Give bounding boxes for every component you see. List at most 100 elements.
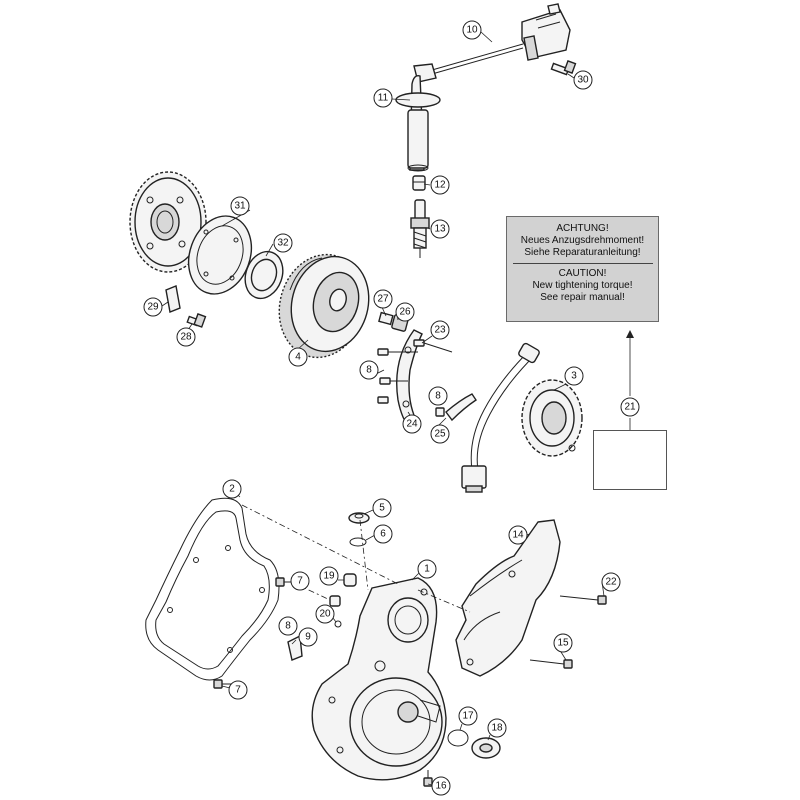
svg-text:9: 9	[305, 632, 311, 643]
svg-text:2: 2	[229, 484, 235, 495]
callout-16: 16	[431, 776, 451, 796]
callout-29: 29	[143, 297, 163, 317]
svg-text:8: 8	[366, 365, 372, 376]
rotor-screw	[186, 313, 207, 328]
svg-text:15: 15	[557, 638, 569, 649]
callout-19: 19	[319, 566, 339, 586]
svg-text:7: 7	[297, 576, 303, 587]
ignition-coil	[431, 3, 577, 76]
guide-bolts	[377, 339, 453, 417]
needle-bearing	[244, 250, 284, 300]
callout-8-mid: 8	[428, 386, 448, 406]
assembly-lines	[241, 504, 471, 613]
svg-text:10: 10	[466, 25, 478, 36]
cover-gasket	[145, 497, 280, 681]
cover-plug	[348, 512, 370, 524]
warning-line1-de: Neues Anzugsdrehmoment!	[520, 235, 645, 246]
svg-text:18: 18	[491, 723, 503, 734]
spark-plug	[410, 199, 430, 258]
callout-23: 23	[430, 320, 450, 340]
callout-27: 27	[373, 289, 393, 309]
detail-box-21	[593, 430, 667, 490]
cover-cap	[471, 737, 501, 759]
warning-divider	[512, 263, 653, 264]
svg-text:19: 19	[323, 571, 335, 582]
callout-7-top: 7	[290, 571, 310, 591]
woodruff-key	[165, 285, 181, 313]
callout-28: 28	[176, 327, 196, 347]
callout-8-bottom: 8	[278, 616, 298, 636]
svg-text:8: 8	[435, 391, 441, 402]
callout-22: 22	[601, 572, 621, 592]
svg-text:5: 5	[379, 503, 385, 514]
warning-line1-en: New tightening torque!	[532, 280, 633, 291]
torque-warning-box: ACHTUNG! Neues Anzugsdrehmoment! Siehe R…	[506, 216, 659, 322]
callout-9: 9	[298, 627, 318, 647]
callout-1: 1	[417, 559, 437, 579]
svg-text:23: 23	[434, 325, 446, 336]
callout-18: 18	[487, 718, 507, 738]
sprocket-cover	[455, 519, 561, 677]
svg-text:21: 21	[624, 402, 636, 413]
callout-21: 21	[620, 397, 640, 417]
callout-4: 4	[288, 347, 308, 367]
svg-text:27: 27	[377, 294, 389, 305]
callout-26: 26	[395, 302, 415, 322]
svg-text:29: 29	[147, 302, 159, 313]
starter-gear	[129, 171, 207, 273]
warning-title-en: CAUTION!	[558, 268, 607, 279]
rotor	[278, 253, 370, 359]
callout-15: 15	[553, 633, 573, 653]
svg-text:30: 30	[577, 75, 589, 86]
svg-text:26: 26	[399, 307, 411, 318]
svg-text:28: 28	[180, 332, 192, 343]
callout-2: 2	[222, 479, 242, 499]
svg-text:11: 11	[378, 93, 389, 104]
callout-14: 14	[508, 525, 528, 545]
callout-25: 25	[430, 424, 450, 444]
callout-7-bottom: 7	[228, 680, 248, 700]
callout-12: 12	[430, 175, 450, 195]
callout-11: 11	[373, 88, 393, 108]
svg-text:20: 20	[319, 609, 331, 620]
svg-text:4: 4	[295, 352, 301, 363]
warning-title-de: ACHTUNG!	[556, 223, 609, 234]
callout-8-top: 8	[359, 360, 379, 380]
o-ring	[349, 537, 367, 547]
svg-text:22: 22	[605, 577, 617, 588]
svg-text:31: 31	[234, 201, 246, 212]
tensioner-rail	[445, 393, 477, 422]
svg-text:14: 14	[512, 530, 524, 541]
callout-32: 32	[273, 233, 293, 253]
svg-text:8: 8	[285, 621, 291, 632]
svg-text:13: 13	[434, 224, 446, 235]
spark-plug-cap	[395, 63, 441, 172]
warning-line2-de: Siehe Reparaturanleitung!	[524, 247, 641, 258]
callout-31: 31	[230, 196, 250, 216]
svg-text:1: 1	[424, 564, 430, 575]
callout-24: 24	[402, 414, 422, 434]
generator-cover	[311, 577, 447, 781]
svg-text:7: 7	[235, 685, 241, 696]
svg-text:17: 17	[462, 711, 474, 722]
stator	[521, 379, 583, 457]
warning-line2-en: See repair manual!	[540, 292, 625, 303]
freewheel-plate	[187, 215, 253, 295]
callout-13: 13	[430, 219, 450, 239]
terminal-nut	[412, 175, 426, 191]
svg-text:16: 16	[435, 781, 447, 792]
svg-text:3: 3	[571, 371, 577, 382]
sprocket-bolts	[529, 595, 607, 669]
callout-30: 30	[573, 70, 593, 90]
svg-text:12: 12	[434, 180, 446, 191]
stator-cable	[461, 342, 540, 493]
svg-text:6: 6	[380, 529, 386, 540]
shaft-seal	[447, 729, 469, 747]
callout-3: 3	[564, 366, 584, 386]
callout-17: 17	[458, 706, 478, 726]
callout-6: 6	[373, 524, 393, 544]
callout-20: 20	[315, 604, 335, 624]
svg-text:25: 25	[434, 429, 446, 440]
callout-10: 10	[462, 20, 482, 40]
